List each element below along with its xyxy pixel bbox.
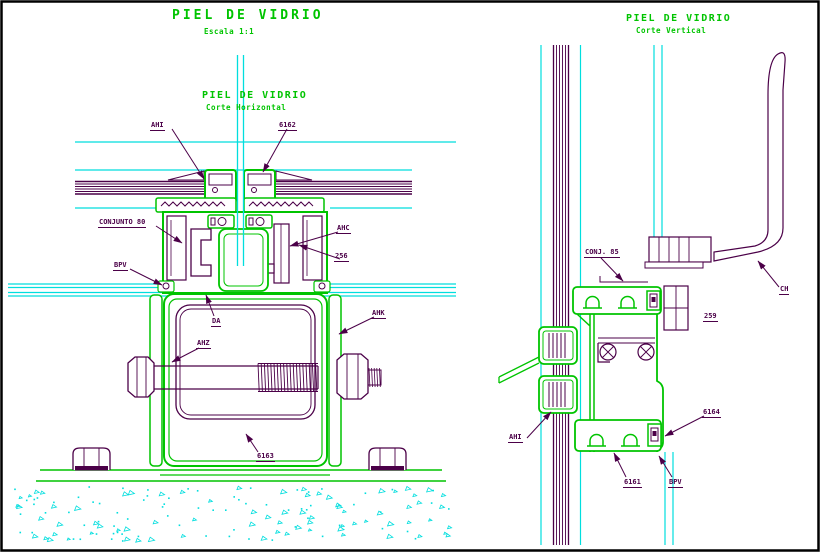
vertical-section-drawing: [498, 45, 786, 545]
label-ahk: AHK: [371, 309, 386, 319]
label-ahi-vertical: AHI: [508, 433, 523, 443]
fixing-bracket: [599, 236, 712, 331]
label-ahz: AHZ: [196, 339, 211, 349]
concrete-hatch: [14, 485, 453, 543]
base-plate: [36, 447, 446, 482]
glass-joint-lines: [236, 55, 245, 266]
label-ahc: AHC: [336, 224, 351, 234]
mullion-body-profile: [127, 293, 382, 467]
transom-profile-top: [572, 286, 662, 315]
ahc-part: [273, 223, 290, 284]
horizontal-view-caption: Corte Horizontal: [206, 103, 287, 112]
anchor-bolt-horizontal: [127, 353, 382, 400]
label-conjunto-80: CONJUNTO 80: [98, 218, 147, 228]
thermal-break-left: [166, 215, 187, 281]
bpv-gasket-left: [162, 282, 170, 290]
anchor-bolt-left: [72, 447, 111, 471]
bpv-gasket-right: [318, 282, 326, 290]
screw-left: [599, 343, 617, 361]
window-handle: [713, 52, 786, 262]
pressure-plates: [155, 197, 325, 213]
vertical-view-title: PIEL DE VIDRIO: [626, 13, 732, 24]
vertical-view-caption: Corte Vertical: [636, 26, 707, 35]
label-bpv-vertical: BPV: [668, 478, 683, 488]
glass-pane-vertical: [552, 45, 570, 545]
transom-profile-bottom: [574, 419, 662, 452]
leader-lines-horizontal: [129, 128, 375, 453]
label-6163: 6163: [256, 452, 275, 462]
label-da: DA: [211, 317, 222, 327]
label-259: 259: [703, 312, 718, 322]
horizontal-section-drawing: [8, 55, 456, 543]
glass-clamps: [498, 326, 578, 414]
anchor-bolt-right: [368, 447, 407, 471]
clip-profile: [190, 228, 212, 277]
main-title-scale: Escala 1:1: [204, 27, 255, 36]
horizontal-view-title: PIEL DE VIDRIO: [202, 90, 308, 101]
leader-lines-vertical: [526, 257, 780, 478]
label-ch: CH: [779, 285, 790, 295]
label-ahi: AHI: [150, 121, 165, 131]
label-6162: 6162: [278, 121, 297, 131]
glazing-cap-profiles: [204, 169, 276, 204]
screw-right: [637, 343, 655, 361]
label-6164: 6164: [702, 408, 721, 418]
label-conj-85: CONJ. 85: [584, 248, 620, 258]
sealant-wedge: [498, 356, 540, 384]
thermal-break-right: [302, 215, 323, 281]
label-256: 256: [334, 252, 349, 262]
mullion-head-profile: [157, 211, 331, 294]
main-title: PIEL DE VIDRIO: [172, 8, 324, 23]
label-6161: 6161: [623, 478, 642, 488]
label-bpv: BPV: [113, 261, 128, 271]
